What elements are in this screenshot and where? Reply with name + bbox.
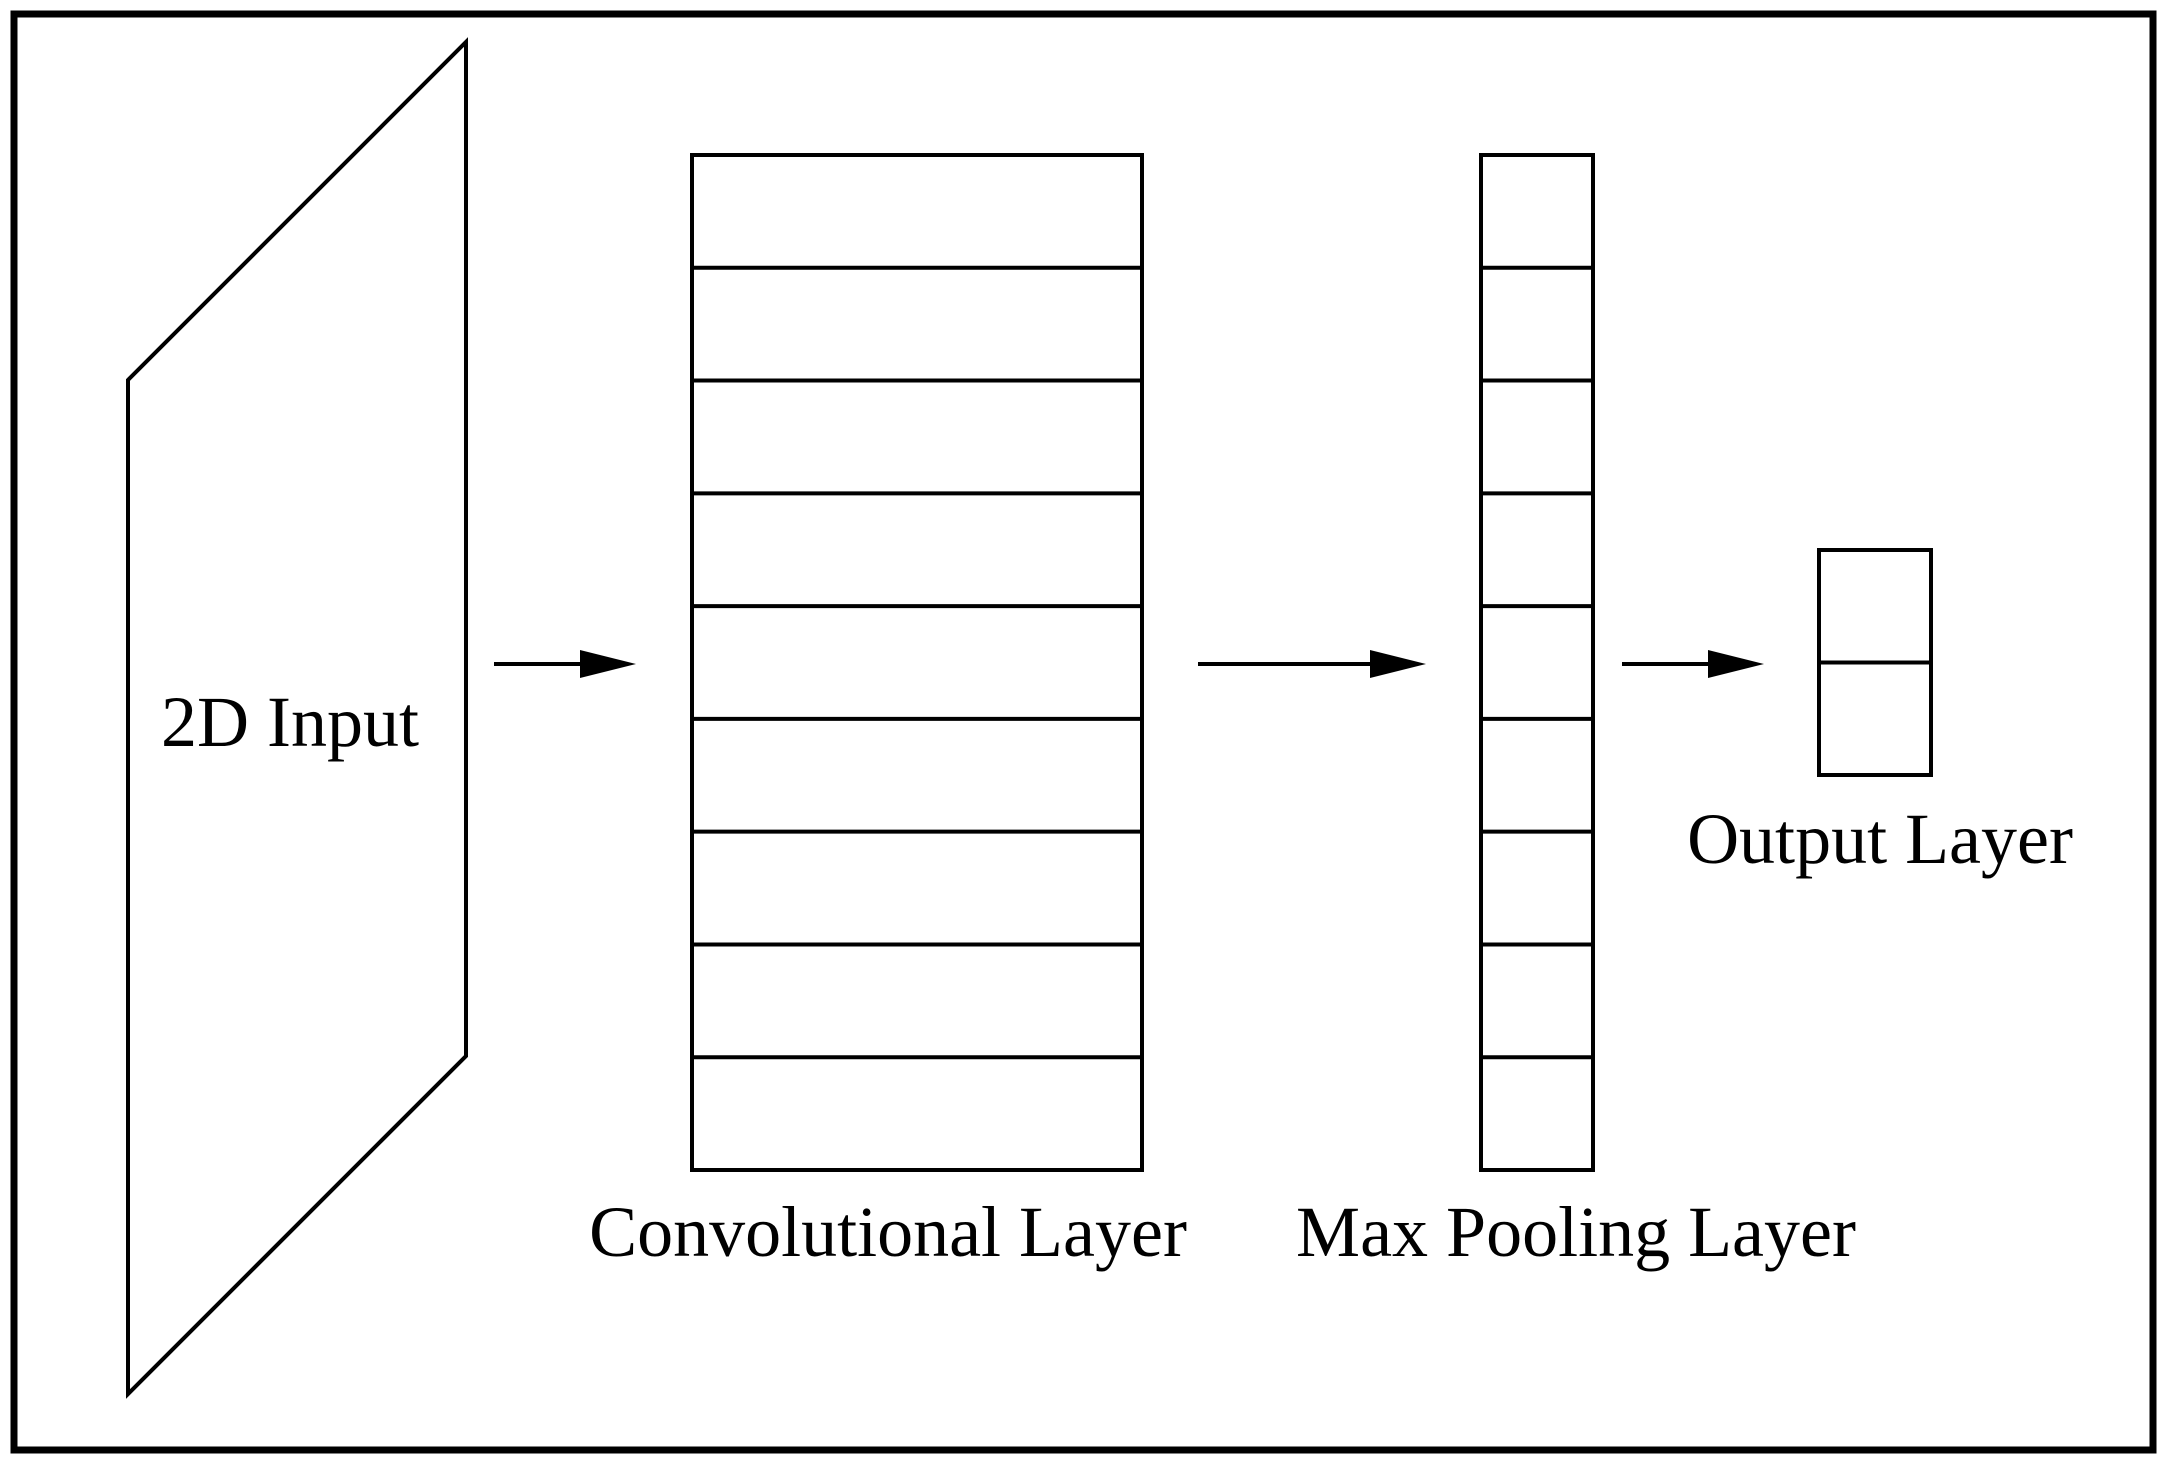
convolutional-layer-label: Convolutional Layer xyxy=(589,1192,1187,1272)
convolutional-layer-outline xyxy=(690,153,1144,1172)
outer-frame xyxy=(10,10,2157,1454)
output-layer-label: Output Layer xyxy=(1687,799,2073,879)
input-parallelogram xyxy=(126,37,468,1399)
arrow-head xyxy=(1370,650,1426,678)
output-layer-block xyxy=(1817,548,1933,777)
max-pooling-layer-block xyxy=(1479,153,1595,1172)
convolutional-layer-block xyxy=(690,153,1144,1172)
max-pooling-layer-label: Max Pooling Layer xyxy=(1296,1192,1856,1272)
input-label: 2D Input xyxy=(161,682,419,762)
arrow-pool-to-output xyxy=(1622,650,1764,678)
arrow-head xyxy=(580,650,636,678)
arrow-conv-to-pool xyxy=(1198,650,1426,678)
arrow-head xyxy=(1708,650,1764,678)
max-pooling-layer-outline xyxy=(1479,153,1595,1172)
arrow-input-to-conv xyxy=(494,650,636,678)
